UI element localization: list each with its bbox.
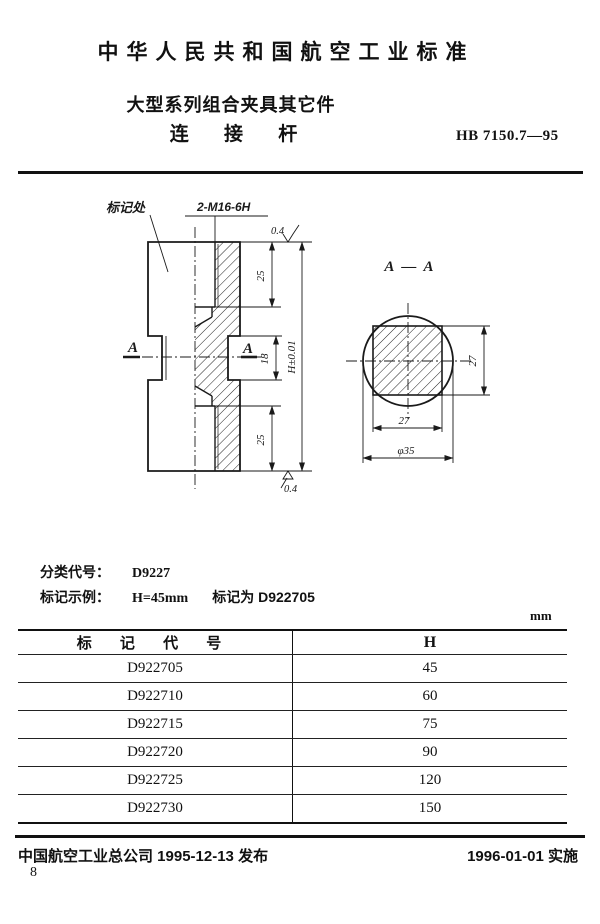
cell-code: D922725 (18, 766, 293, 795)
thread-spec-label: 2-M16-6H (196, 200, 251, 214)
standard-number: HB 7150.7—95 (456, 128, 559, 144)
table-row: D922720 90 (18, 738, 567, 767)
ext-lines-diameter (362, 361, 454, 463)
section-circle (362, 315, 454, 407)
top-hole-outline (194, 242, 216, 328)
thread-leader-line (185, 215, 268, 242)
cell-h: 120 (292, 766, 567, 795)
table-row: D922710 60 (18, 682, 567, 711)
dim-overall-height: H±0.01 (286, 340, 298, 374)
ext-lines-square-height (442, 325, 490, 396)
dim-middle-height: 18 (259, 353, 271, 365)
class-code-value: D9227 (132, 566, 171, 581)
marking-example-condition: H=45mm (132, 591, 189, 606)
series-title: 大型系列组合夹具其它件 (126, 95, 336, 115)
cell-code: D922710 (18, 682, 293, 711)
implementation-date: 1996-01-01 实施 (467, 848, 578, 865)
top-thread-hole (195, 242, 215, 307)
issue-statement: 中国航空工业总公司 1995-12-13 发布 (18, 848, 269, 865)
section-letter-right: A (242, 341, 253, 357)
cell-h: 75 (292, 710, 567, 739)
table-row: D922725 120 (18, 766, 567, 795)
cell-h: 90 (292, 738, 567, 767)
table-unit-label: mm (530, 608, 552, 623)
ext-lines-square-width (372, 395, 443, 432)
header-divider (18, 171, 583, 174)
part-outline (147, 241, 241, 472)
dim-diameter: φ35 (397, 445, 415, 457)
cell-code: D922720 (18, 738, 293, 767)
roughness-value-bottom: 0.4 (284, 484, 298, 495)
cell-code: D922730 (18, 794, 293, 823)
table-header-row: 标 记 代 号 H (18, 630, 567, 655)
dim-square-height: 27 (467, 355, 479, 367)
table-row: D922705 45 (18, 654, 567, 683)
marking-example-result: 标记为 D922705 (212, 589, 315, 605)
cell-code: D922715 (18, 710, 293, 739)
front-section-view: A A 标记处 2-M16-6H 0.4 0.4 25 18 25 H±0.01 (106, 200, 312, 495)
bottom-drill-tip (195, 386, 212, 406)
cell-h: 45 (292, 654, 567, 683)
marking-place-label: 标记处 (106, 200, 146, 215)
section-view-title: A — A (383, 259, 435, 275)
cell-code: D922705 (18, 654, 293, 683)
marking-leader-line (149, 214, 169, 273)
bottom-thread-hole (195, 406, 215, 471)
standard-authority-title: 中华人民共和国航空工业标准 (97, 41, 475, 64)
roughness-value-top: 0.4 (271, 226, 285, 237)
section-aa-view: A — A 27 27 φ35 (346, 259, 490, 463)
table-row: D922715 75 (18, 710, 567, 739)
roughness-symbol-top (282, 224, 300, 243)
top-drill-tip (195, 307, 212, 327)
section-letter-left: A (127, 340, 138, 356)
extension-lines (215, 241, 312, 472)
col-header-code: 标 记 代 号 (18, 630, 293, 655)
section-hatch-area (195, 242, 240, 471)
section-square (372, 325, 443, 396)
page-number: 8 (30, 865, 37, 880)
classification-line: 分类代号： D9227 (40, 562, 170, 582)
table-row: D922730 150 (18, 794, 567, 823)
section-centerlines (346, 303, 472, 419)
bottom-hole-outline (194, 385, 216, 471)
marking-example-label: 标记示例： (40, 589, 110, 605)
roughness-symbol-bottom (280, 470, 294, 489)
size-table: 标 记 代 号 H D922705 45 D922710 60 D922715 … (18, 629, 567, 824)
class-code-label: 分类代号： (40, 564, 110, 580)
dim-thread-depth-top: 25 (255, 270, 267, 282)
col-header-h: H (292, 630, 567, 655)
footer-divider (15, 835, 585, 838)
dim-square-width: 27 (399, 415, 411, 427)
cell-h: 60 (292, 682, 567, 711)
dim-thread-depth-bottom: 25 (255, 434, 267, 446)
marking-example-line: 标记示例： H=45mm 标记为 D922705 (40, 587, 315, 607)
part-name-title: 连 接 杆 (169, 124, 313, 145)
cell-h: 150 (418, 800, 442, 816)
